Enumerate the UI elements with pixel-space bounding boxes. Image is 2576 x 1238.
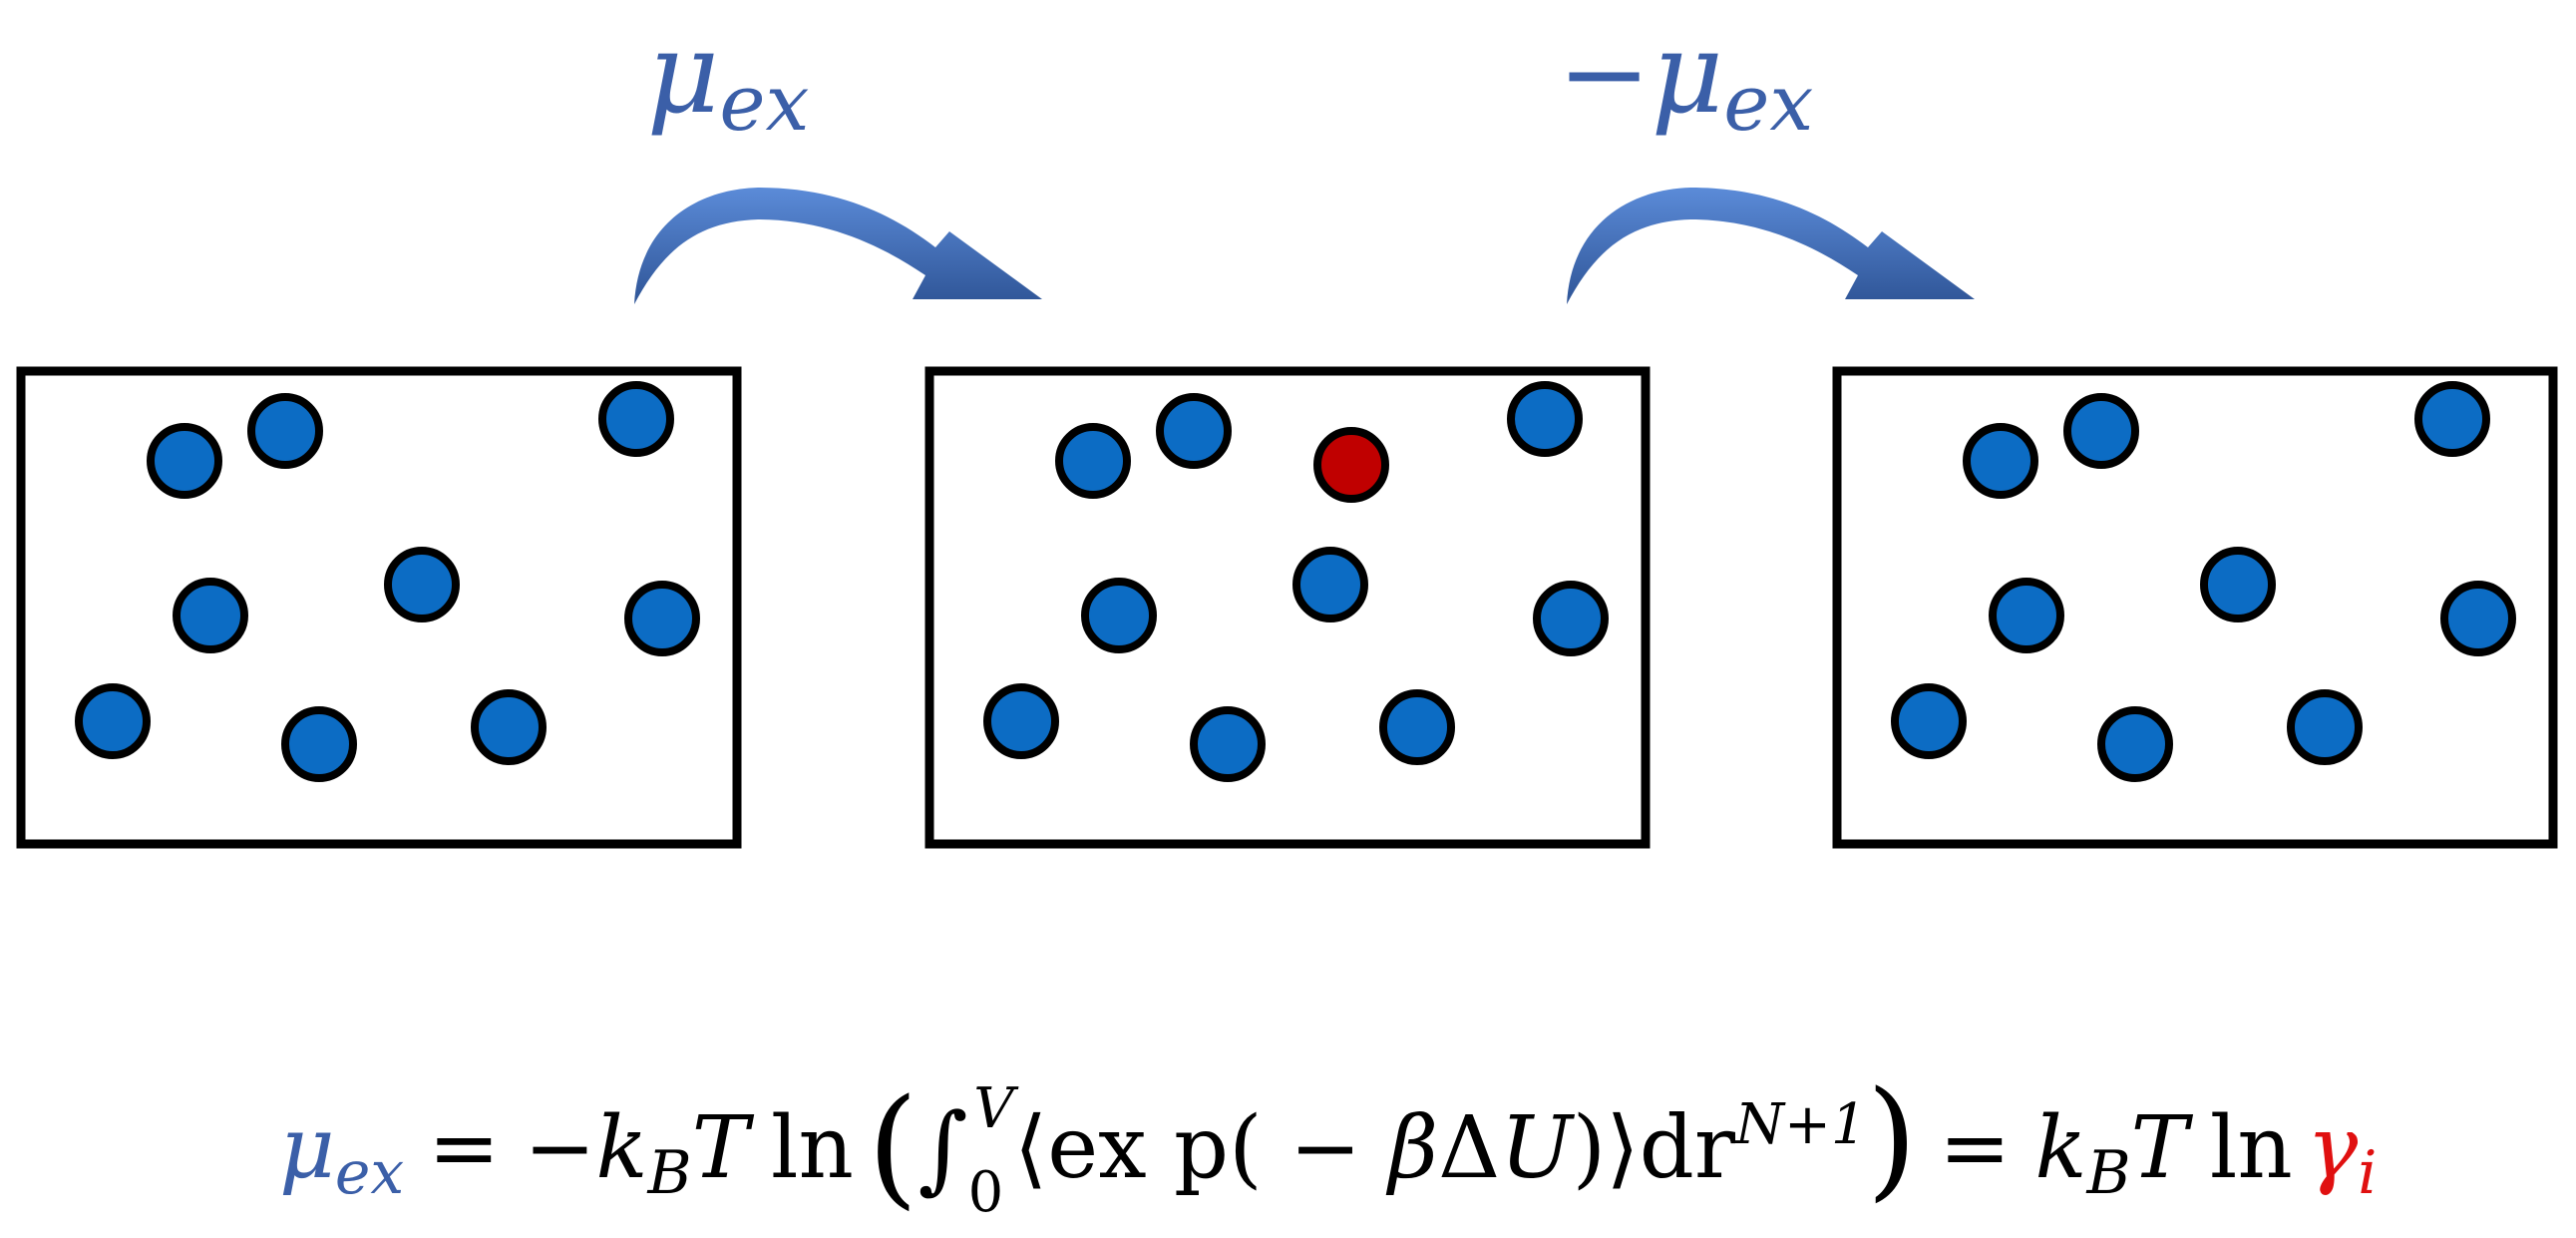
eq-delta: Δ — [1438, 1098, 1500, 1198]
particle — [75, 683, 151, 759]
particle — [471, 689, 547, 765]
eq-beta: β — [1385, 1098, 1438, 1198]
eq-minus: − — [524, 1098, 595, 1198]
transition-arrow-2 — [1519, 188, 1975, 304]
particle — [983, 683, 1059, 759]
eq-close: ) — [1573, 1098, 1607, 1198]
particle — [624, 581, 700, 656]
particle — [2063, 393, 2139, 469]
particle — [1055, 423, 1131, 499]
eq-k: k — [595, 1098, 647, 1198]
eq-mu-sub: ex — [335, 1138, 404, 1208]
eq-ln2: ln — [2210, 1098, 2293, 1198]
eq-int-upper: V — [973, 1076, 1019, 1141]
eq-int-lower: 0 — [968, 1160, 1004, 1225]
eq-dr-sup: N+1 — [1733, 1092, 1867, 1157]
eq-k2: k — [2034, 1098, 2086, 1198]
transition-label-1: μex — [647, 9, 810, 149]
particle — [1190, 706, 1266, 782]
eq-integral: ∫ — [919, 1092, 968, 1204]
label-2-sub: ex — [1723, 59, 1813, 149]
eq-langle: ⟨ — [1014, 1098, 1048, 1198]
transition-label-2: −μex — [1558, 9, 1814, 149]
eq-equals-2: = — [1939, 1098, 2011, 1198]
eq-ln: ln — [771, 1098, 854, 1198]
label-2-sign: − — [1558, 9, 1652, 139]
particle — [1292, 547, 1368, 622]
eq-equals-1: = — [428, 1098, 500, 1198]
eq-lparen: ( — [868, 1070, 919, 1222]
particle — [2287, 689, 2363, 765]
eq-rangle: ⟩ — [1606, 1098, 1640, 1198]
eq-gamma-sub: i — [2358, 1138, 2377, 1208]
eq-T2: T — [2131, 1098, 2194, 1198]
particle — [2440, 581, 2516, 656]
particle — [1533, 581, 1609, 656]
eq-mu: μ — [279, 1098, 335, 1198]
eq-T: T — [692, 1098, 755, 1198]
particle — [1963, 423, 2038, 499]
particle — [281, 706, 357, 782]
eq-dr: dr — [1640, 1098, 1736, 1198]
inserted-test-particle — [1313, 427, 1389, 503]
particle — [247, 393, 323, 469]
label-1-mu: μ — [647, 9, 720, 139]
eq-rparen: ) — [1867, 1062, 1918, 1214]
eq-k2-sub: B — [2085, 1138, 2130, 1208]
eq-k-sub: B — [647, 1138, 692, 1208]
particle — [2200, 547, 2276, 622]
eq-U: U — [1500, 1098, 1575, 1198]
transition-arrow-1 — [586, 188, 1042, 304]
eq-exp: ex p( − — [1047, 1098, 1388, 1198]
particle — [1156, 393, 1232, 469]
particle — [1891, 683, 1967, 759]
particle — [384, 547, 460, 622]
particle — [1507, 381, 1583, 457]
particle — [147, 423, 222, 499]
label-1-sub: ex — [719, 59, 809, 149]
particle — [2414, 381, 2490, 457]
particle — [173, 578, 248, 653]
particle — [1989, 578, 2064, 653]
eq-gamma: γ — [2307, 1098, 2359, 1198]
label-2-mu: μ — [1651, 9, 1723, 139]
particle — [2097, 706, 2173, 782]
particles — [75, 381, 2516, 782]
particle — [598, 381, 674, 457]
particle — [1081, 578, 1157, 653]
particle — [1379, 689, 1455, 765]
